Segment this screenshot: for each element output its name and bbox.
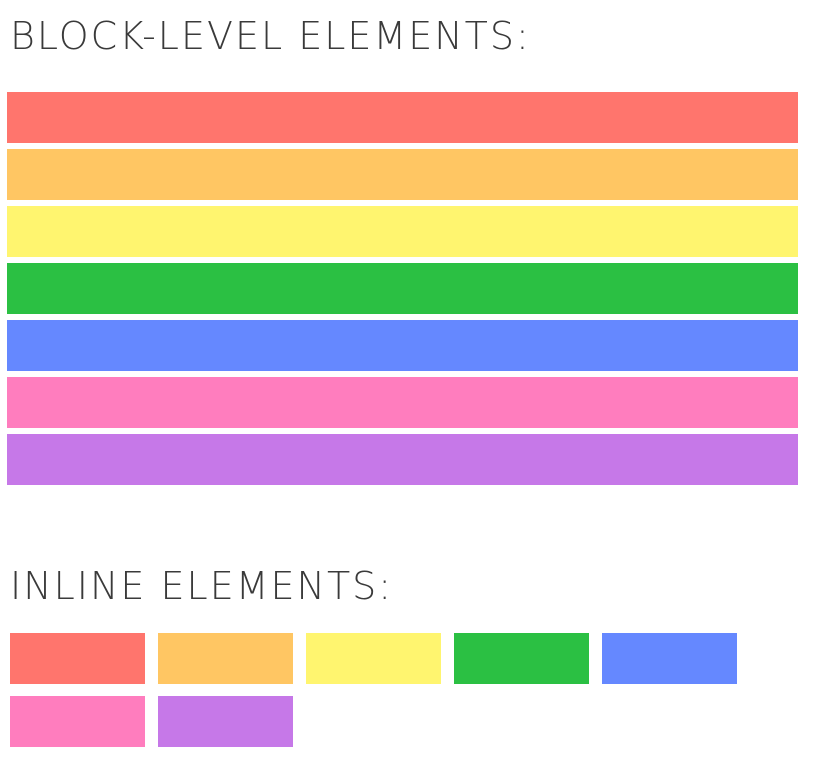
block-bar-green xyxy=(7,263,798,314)
inline-box-yellow xyxy=(306,633,441,684)
block-bar-yellow xyxy=(7,206,798,257)
inline-box-blue xyxy=(602,633,737,684)
inline-box-red xyxy=(10,633,145,684)
inline-box-purple xyxy=(158,696,293,747)
block-bar-pink xyxy=(7,377,798,428)
inline-box-orange xyxy=(158,633,293,684)
inline-elements-flow xyxy=(10,633,750,759)
block-level-heading: BLOCK-LEVEL ELEMENTS: xyxy=(10,14,531,58)
inline-heading: INLINE ELEMENTS: xyxy=(10,564,394,608)
inline-box-green xyxy=(454,633,589,684)
block-bar-purple xyxy=(7,434,798,485)
block-bar-orange xyxy=(7,149,798,200)
inline-box-pink xyxy=(10,696,145,747)
block-bar-blue xyxy=(7,320,798,371)
block-bar-red xyxy=(7,92,798,143)
block-elements-stack xyxy=(7,92,798,491)
